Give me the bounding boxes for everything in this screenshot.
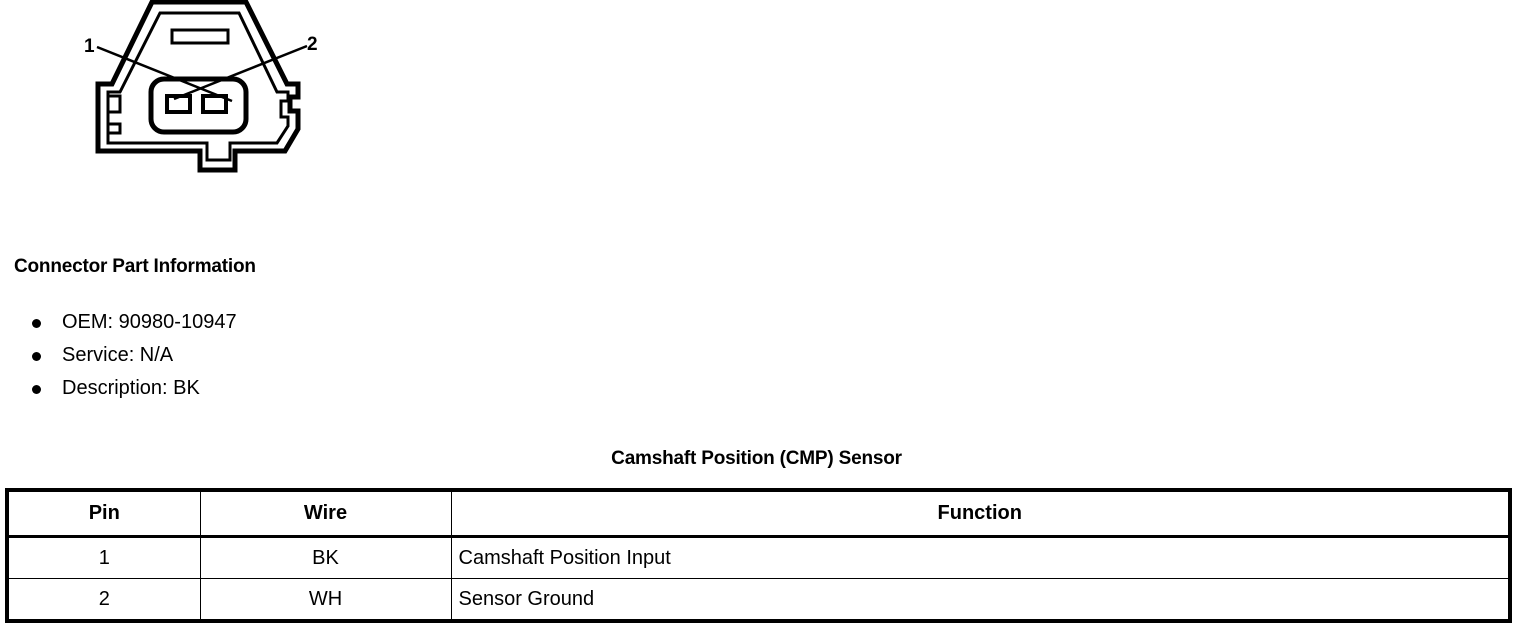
- bullet-icon: [32, 352, 41, 361]
- connector-part-information-section: Connector Part Information OEM: 90980-10…: [14, 256, 714, 405]
- connector-left-notch: [108, 94, 122, 114]
- cell-wire: WH: [199, 578, 452, 622]
- cell-wire: BK: [199, 536, 452, 579]
- pinout-table-container: Pin Wire Function 1 BK Camshaft Position…: [5, 488, 1512, 623]
- bullet-icon: [32, 385, 41, 394]
- connector-top-slot: [170, 28, 230, 45]
- cell-pin: 1: [6, 536, 201, 579]
- callout-2-leader: [173, 44, 308, 101]
- list-item: OEM: 90980-10947: [14, 306, 714, 339]
- cell-function: Camshaft Position Input: [450, 536, 1511, 579]
- pinout-table-title: Camshaft Position (CMP) Sensor: [611, 448, 902, 469]
- part-info-service: Service: N/A: [62, 344, 174, 366]
- part-info-heading: Connector Part Information: [14, 256, 256, 277]
- column-header-function: Function: [450, 489, 1511, 538]
- callout-label-2: 2: [307, 34, 318, 55]
- table-header-row: Pin Wire Function: [6, 489, 1511, 538]
- callout-1-leader: [96, 45, 233, 103]
- table-row: 2 WH Sensor Ground: [6, 578, 1511, 622]
- table-row: 1 BK Camshaft Position Input: [6, 536, 1511, 579]
- part-info-oem: OEM: 90980-10947: [62, 311, 237, 333]
- cell-function: Sensor Ground: [450, 578, 1511, 622]
- pin-2-cavity: [201, 94, 228, 114]
- part-info-list: OEM: 90980-10947 Service: N/A Descriptio…: [14, 306, 714, 405]
- pinout-table: Pin Wire Function 1 BK Camshaft Position…: [5, 488, 1512, 623]
- connector-left-notch-lower: [108, 122, 122, 135]
- pin-cavity-housing: [148, 76, 249, 135]
- column-header-pin: Pin: [6, 489, 201, 538]
- list-item: Description: BK: [14, 372, 714, 405]
- connector-outer-body: [95, 0, 301, 173]
- connector-svg: 1 2: [84, 0, 318, 173]
- cell-pin: 2: [6, 578, 201, 622]
- list-item: Service: N/A: [14, 339, 714, 372]
- callout-label-1: 1: [84, 36, 95, 57]
- bullet-icon: [32, 319, 41, 328]
- connector-diagram: 1 2: [0, 0, 400, 200]
- column-header-wire: Wire: [199, 489, 452, 538]
- part-info-description: Description: BK: [62, 377, 200, 399]
